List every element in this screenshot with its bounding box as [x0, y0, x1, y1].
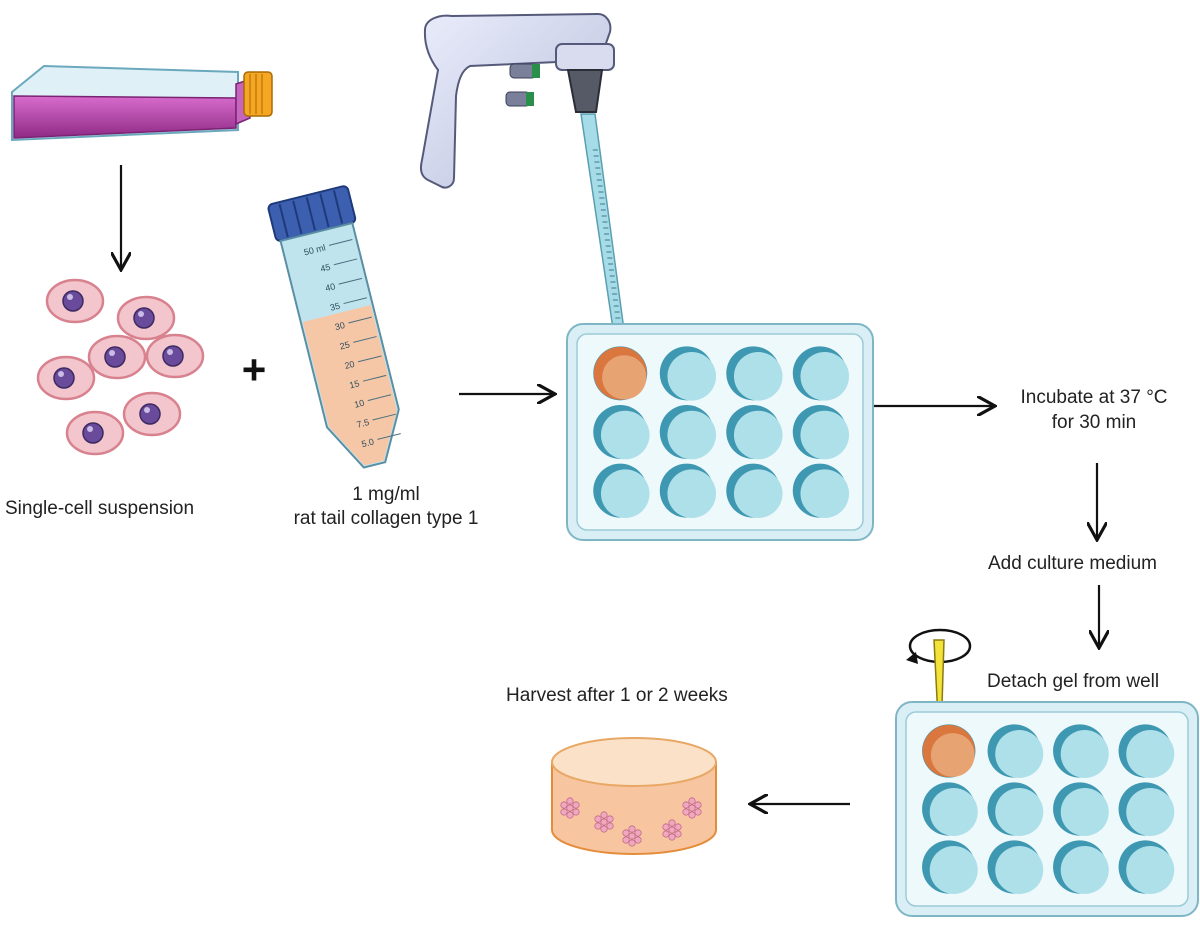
well — [1118, 782, 1175, 837]
cell-colony — [682, 797, 702, 819]
well-with-gel — [922, 724, 976, 778]
plus-sign: + — [242, 346, 267, 393]
tube-mark-label: 15 — [348, 378, 360, 390]
tube-mark-label: 5.0 — [360, 436, 375, 449]
tube-mark-label: 20 — [344, 359, 356, 371]
well — [922, 840, 978, 895]
label-collagen-concentration: 1 mg/ml — [352, 484, 420, 505]
tube-mark-label: 25 — [339, 339, 351, 351]
well — [726, 346, 783, 401]
tube-mark-label: 7.5 — [356, 417, 371, 430]
label-incubate-temperature: Incubate at 37 °C — [1020, 387, 1168, 408]
cell-colony — [594, 811, 614, 833]
cell-colony — [622, 825, 642, 847]
cell — [87, 334, 147, 380]
well — [792, 463, 850, 518]
label-harvest: Harvest after 1 or 2 weeks — [506, 685, 728, 706]
label-add-culture-medium: Add culture medium — [988, 553, 1157, 574]
well — [987, 840, 1044, 895]
cell — [145, 333, 205, 379]
well — [593, 463, 650, 518]
well — [792, 405, 850, 460]
cell-colony — [662, 819, 682, 841]
well — [659, 463, 717, 518]
well-with-gel — [593, 346, 648, 401]
cell — [122, 391, 182, 437]
well — [659, 346, 717, 401]
cell — [36, 355, 96, 401]
tube-mark-label: 35 — [329, 301, 341, 313]
well — [659, 405, 717, 460]
tube-mark-label: 30 — [334, 320, 346, 332]
well — [593, 405, 650, 460]
well-plate-2 — [895, 701, 1199, 917]
well — [1053, 782, 1109, 837]
tube-mark-label: 10 — [353, 398, 365, 410]
well — [1118, 724, 1175, 779]
label-collagen-type: rat tail collagen type 1 — [293, 508, 479, 529]
cell-suspension — [36, 278, 205, 456]
label-single-cell-suspension: Single-cell suspension — [5, 498, 195, 519]
cell — [45, 278, 105, 324]
well-plate-1 — [566, 323, 874, 541]
tube-mark-label: 40 — [324, 281, 336, 293]
well — [726, 463, 783, 518]
well — [1053, 724, 1109, 779]
well — [1053, 840, 1109, 895]
label-incubate-time: for 30 min — [1051, 412, 1137, 433]
well — [726, 405, 783, 460]
cell — [65, 410, 125, 456]
pipette-aid — [419, 12, 615, 189]
cell-colony — [560, 797, 580, 819]
well — [792, 346, 850, 401]
culture-flask — [11, 64, 273, 142]
well — [987, 724, 1044, 779]
tube-mark-label: 45 — [319, 262, 331, 274]
cell — [116, 295, 176, 341]
label-detach-gel: Detach gel from well — [987, 671, 1160, 692]
collagen-gel-disc — [551, 737, 717, 855]
well — [1118, 840, 1175, 895]
well — [922, 782, 978, 837]
well — [987, 782, 1044, 837]
